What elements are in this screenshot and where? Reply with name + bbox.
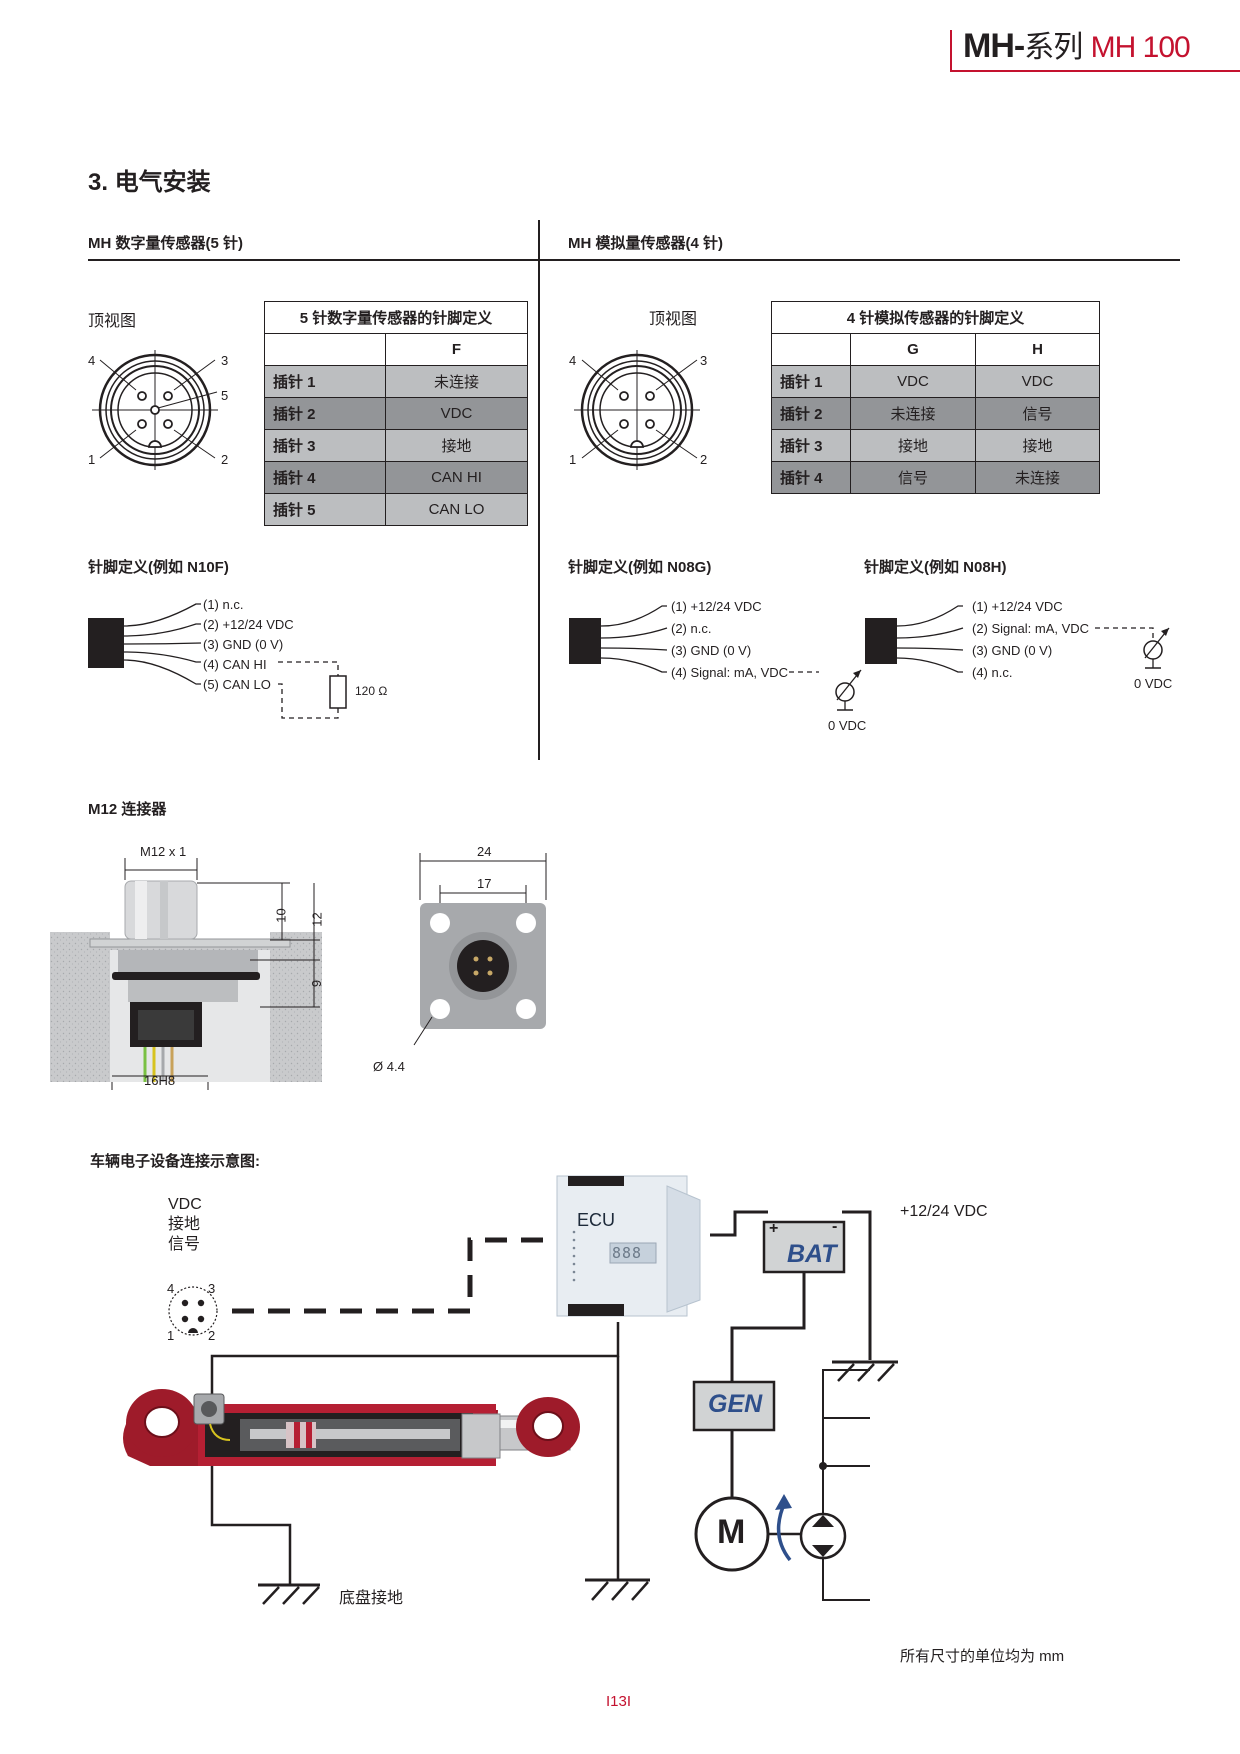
header-red-rule-vertical <box>950 30 952 72</box>
list-item: (1) n.c. <box>203 597 244 612</box>
motor-label: M <box>717 1513 746 1551</box>
header-series-prefix: MH- <box>963 27 1025 65</box>
bat-minus: - <box>832 1218 838 1235</box>
analog-connector-top-view <box>574 350 700 470</box>
dim-thread: M12 x 1 <box>140 844 187 859</box>
vehicle-pin-label-3: 3 <box>208 1281 216 1296</box>
list-item: (2) n.c. <box>671 621 712 636</box>
list-item: (2) +12/24 VDC <box>203 617 294 632</box>
digital-pin-label-2: 2 <box>221 452 229 467</box>
analog-g-zero-vdc: 0 VDC <box>828 718 867 733</box>
list-item: (5) CAN LO <box>203 677 271 692</box>
list-item: (4) CAN HI <box>203 657 267 672</box>
supply-label: +12/24 VDC <box>900 1203 988 1220</box>
m12-front-drawing <box>413 853 547 1046</box>
analog-pinout-h-title: 针脚定义(例如 N08H) <box>864 559 1007 576</box>
list-item: (4) Signal: mA, VDC <box>671 665 789 680</box>
list-item: (3) GND (0 V) <box>203 637 284 652</box>
legend-signal: 信号 <box>168 1236 201 1253</box>
header-title: MH-系列 MH 100 <box>963 22 1191 66</box>
digital-pinout-diagram <box>88 603 347 719</box>
ecu-display: 888 <box>612 1244 643 1262</box>
analog-h-wire-list: (1) +12/24 VDC (2) Signal: mA, VDC (3) G… <box>972 596 1089 684</box>
page-number: I13I <box>606 1693 632 1710</box>
bat-plus: + <box>769 1220 779 1237</box>
m12-section-drawing <box>50 858 322 1090</box>
header-series-word: 系列 <box>1024 31 1083 64</box>
dim-bore: 16H8 <box>144 1073 176 1088</box>
chassis-ground-label: 底盘接地 <box>339 1590 404 1607</box>
dim-24: 24 <box>477 844 492 859</box>
digital-pin-label-3: 3 <box>221 353 229 368</box>
analog-pin-label-1: 1 <box>569 452 577 467</box>
vehicle-legend: VDC 接地 信号 <box>168 1195 202 1255</box>
footnote: 所有尺寸的单位均为 mm <box>900 1648 1065 1665</box>
vehicle-pin-label-2: 2 <box>208 1328 216 1343</box>
digital-title: MH 数字量传感器(5 针) <box>88 235 243 252</box>
digital-wire-list: (1) n.c. (2) +12/24 VDC (3) GND (0 V) (4… <box>203 595 294 695</box>
digital-top-view-label: 顶视图 <box>88 313 137 330</box>
gen-label: GEN <box>708 1390 763 1418</box>
analog-pin-label-3: 3 <box>700 353 708 368</box>
list-item: (1) +12/24 VDC <box>972 599 1063 614</box>
vehicle-pin-label-1: 1 <box>167 1328 175 1343</box>
analog-table-caption: 4 针模拟传感器的针脚定义 <box>771 301 1100 334</box>
section-rule <box>88 259 1180 261</box>
column-divider <box>538 220 540 760</box>
analog-pin-label-4: 4 <box>569 353 577 368</box>
list-item: (4) n.c. <box>972 665 1013 680</box>
analog-h-zero-vdc: 0 VDC <box>1134 676 1173 691</box>
list-item: (3) GND (0 V) <box>671 643 752 658</box>
digital-pin-label-4: 4 <box>88 353 96 368</box>
section-title: 3. 电气安装 <box>88 169 211 196</box>
legend-vdc: VDC <box>168 1196 202 1213</box>
connector-title: M12 连接器 <box>88 801 167 818</box>
header-model: MH 100 <box>1090 31 1191 64</box>
resistor-label: 120 Ω <box>355 684 388 698</box>
digital-pin-label-5: 5 <box>221 388 229 403</box>
analog-table-col-h: H <box>975 333 1100 366</box>
bat-label: BAT <box>787 1240 837 1268</box>
digital-table-caption: 5 针数字量传感器的针脚定义 <box>264 301 528 334</box>
list-item: (2) Signal: mA, VDC <box>972 621 1090 636</box>
analog-title: MH 模拟量传感器(4 针) <box>568 235 723 252</box>
vehicle-title: 车辆电子设备连接示意图: <box>90 1153 260 1170</box>
vehicle-pin-label-4: 4 <box>167 1281 175 1296</box>
legend-ground: 接地 <box>168 1216 201 1233</box>
dim-17: 17 <box>477 876 492 891</box>
digital-pinout-title: 针脚定义(例如 N10F) <box>88 559 229 576</box>
analog-pin-label-2: 2 <box>700 452 708 467</box>
list-item: (1) +12/24 VDC <box>671 599 762 614</box>
dim-hole: Ø 4.4 <box>373 1059 405 1074</box>
analog-top-view-label: 顶视图 <box>649 311 698 328</box>
analog-pinout-g-title: 针脚定义(例如 N08G) <box>568 559 712 576</box>
header-red-rule-horizontal <box>950 70 1240 72</box>
digital-connector-top-view <box>92 350 218 470</box>
analog-g-wire-list: (1) +12/24 VDC (2) n.c. (3) GND (0 V) (4… <box>671 596 788 684</box>
analog-pinout-h-diagram <box>865 605 1170 673</box>
analog-pinout-g-diagram <box>569 605 862 711</box>
ecu-label: ECU <box>577 1210 616 1230</box>
digital-pin-label-1: 1 <box>88 452 96 467</box>
list-item: (3) GND (0 V) <box>972 643 1053 658</box>
